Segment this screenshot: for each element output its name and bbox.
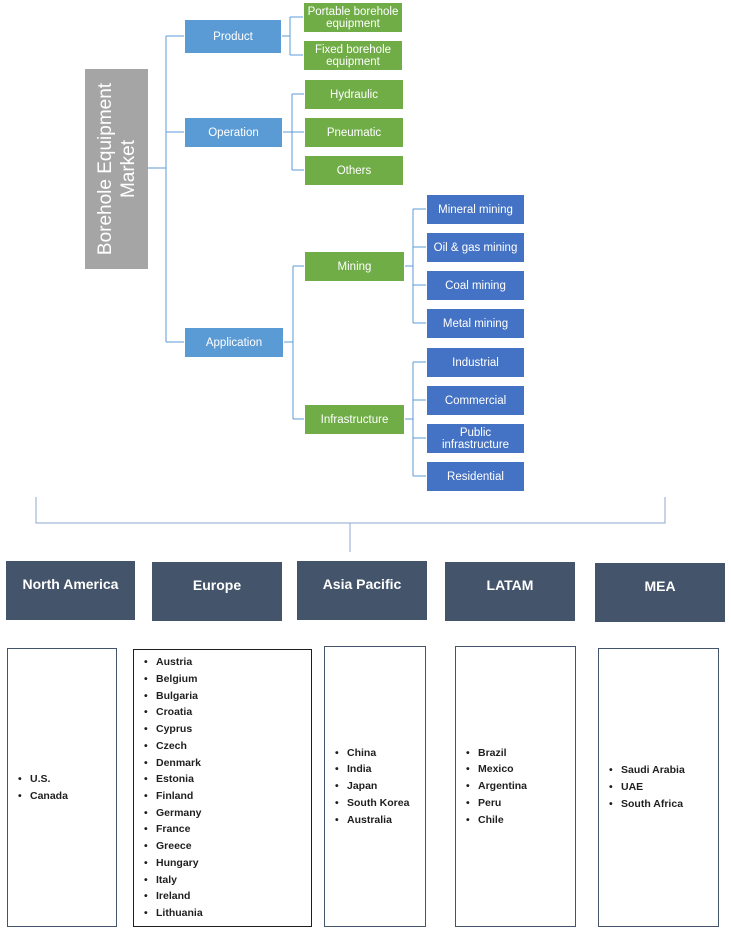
segment-product: Product: [184, 19, 282, 54]
country-item: Belgium: [144, 671, 311, 688]
country-item: India: [335, 761, 425, 778]
country-item: Greece: [144, 838, 311, 855]
country-list-items: Saudi Arabia UAE South Africa: [609, 762, 718, 812]
country-list-items: China India Japan South Korea Australia: [335, 745, 425, 829]
country-item: Australia: [335, 812, 425, 829]
country-item: China: [335, 745, 425, 762]
country-item: Lithuania: [144, 905, 311, 922]
country-item: Italy: [144, 872, 311, 889]
infrastructure-item: Residential: [426, 461, 525, 492]
country-item: Hungary: [144, 855, 311, 872]
country-item: Austria: [144, 654, 311, 671]
country-list: Brazil Mexico Argentina Peru Chile: [455, 646, 576, 927]
country-item: South Korea: [335, 795, 425, 812]
country-list: Saudi Arabia UAE South Africa: [598, 648, 719, 927]
infrastructure-item: Commercial: [426, 385, 525, 416]
product-item: Portable borehole equipment: [303, 2, 403, 33]
operation-item: Pneumatic: [304, 117, 404, 148]
country-list-items: Austria Belgium Bulgaria Croatia Cyprus …: [144, 654, 311, 921]
root-node: Borehole Equipment Market: [85, 69, 148, 269]
country-item: Denmark: [144, 755, 311, 772]
root-title: Borehole Equipment Market: [94, 82, 139, 256]
country-item: Mexico: [466, 761, 575, 778]
country-item: Estonia: [144, 771, 311, 788]
country-item: Chile: [466, 812, 575, 829]
region-header: LATAM: [445, 562, 575, 621]
region-header: Asia Pacific: [297, 561, 427, 620]
product-item: Fixed borehole equipment: [303, 40, 403, 71]
segment-operation: Operation: [184, 117, 283, 148]
application-mining: Mining: [304, 251, 405, 282]
country-item: Cyprus: [144, 721, 311, 738]
country-list: U.S. Canada: [7, 648, 117, 927]
country-list: Austria Belgium Bulgaria Croatia Cyprus …: [133, 649, 312, 927]
mining-item: Oil & gas mining: [426, 232, 525, 263]
mining-item: Mineral mining: [426, 194, 525, 225]
country-item: Germany: [144, 805, 311, 822]
country-item: Peru: [466, 795, 575, 812]
infrastructure-item: Public infrastructure: [426, 423, 525, 454]
country-list-items: Brazil Mexico Argentina Peru Chile: [466, 745, 575, 829]
country-item: Canada: [18, 788, 116, 805]
application-infrastructure: Infrastructure: [304, 404, 405, 435]
country-list: China India Japan South Korea Australia: [324, 646, 426, 927]
country-item: Czech: [144, 738, 311, 755]
country-item: Croatia: [144, 704, 311, 721]
region-header: MEA: [595, 563, 725, 622]
country-item: Ireland: [144, 888, 311, 905]
country-item: Saudi Arabia: [609, 762, 718, 779]
country-item: UAE: [609, 779, 718, 796]
segment-application: Application: [184, 327, 284, 358]
country-item: U.S.: [18, 771, 116, 788]
country-list-items: U.S. Canada: [18, 771, 116, 804]
country-item: Finland: [144, 788, 311, 805]
operation-item: Others: [304, 155, 404, 186]
infrastructure-item: Industrial: [426, 347, 525, 378]
country-item: Bulgaria: [144, 688, 311, 705]
region-header: Europe: [152, 562, 282, 621]
country-item: Japan: [335, 778, 425, 795]
country-item: France: [144, 821, 311, 838]
country-item: South Africa: [609, 796, 718, 813]
mining-item: Coal mining: [426, 270, 525, 301]
operation-item: Hydraulic: [304, 79, 404, 110]
country-item: Argentina: [466, 778, 575, 795]
mining-item: Metal mining: [426, 308, 525, 339]
region-header: North America: [6, 561, 135, 620]
country-item: Brazil: [466, 745, 575, 762]
